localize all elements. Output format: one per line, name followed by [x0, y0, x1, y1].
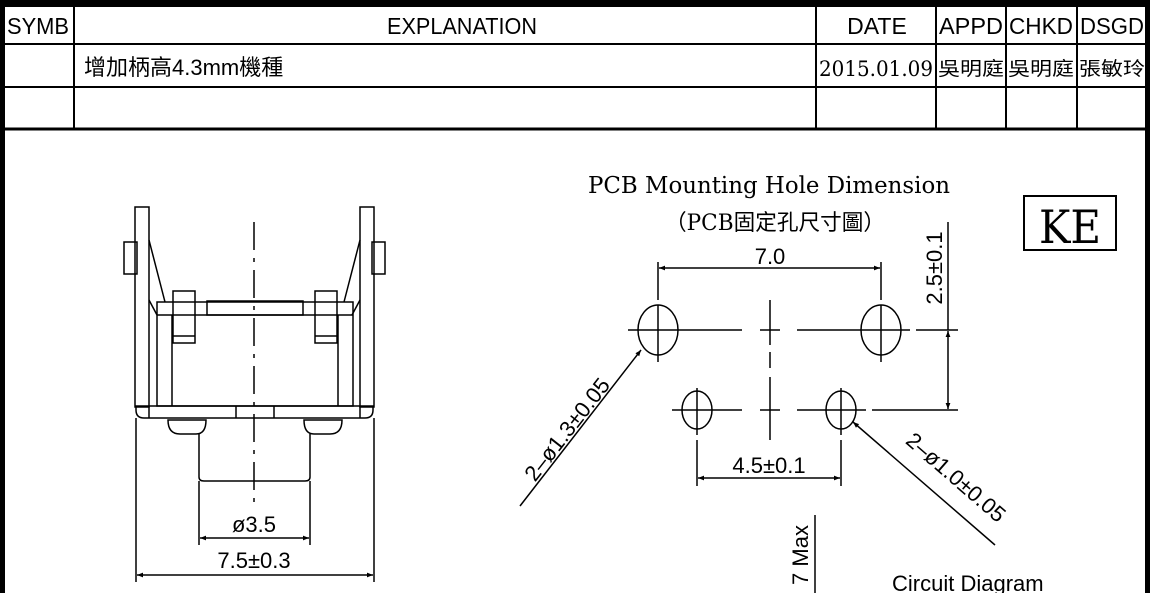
header-chkd: CHKD — [1009, 13, 1073, 39]
row-appd: 吳明庭 — [938, 58, 1004, 80]
row-explanation: 增加柄高4.3mm機種 — [84, 55, 283, 80]
header-symb: SYMB — [7, 13, 69, 39]
row-chkd: 吳明庭 — [1008, 58, 1074, 80]
header-date: DATE — [847, 13, 907, 39]
dim-total-width: 7.5±0.3 — [217, 548, 290, 573]
brand-box — [1023, 195, 1117, 251]
dim-hole-spacing-small: 4.5±0.1 — [732, 453, 805, 478]
brand-logo-text: KE — [1039, 200, 1101, 254]
dim-stem-diameter: ø3.5 — [232, 512, 276, 537]
circuit-diagram-label: Circuit Diagram — [892, 571, 1044, 593]
header-dsgd: DSGD — [1080, 13, 1144, 39]
switch-side-view — [123, 206, 386, 582]
header-explanation: EXPLANATION — [387, 13, 537, 39]
revision-table: SYMB EXPLANATION DATE APPD CHKD DSGD 增加柄… — [0, 7, 1150, 131]
large-hole-callout: 2–ø1.3±0.05 — [519, 373, 615, 486]
max-height-label: 7 Max — [788, 525, 813, 585]
dim-hole-spacing-large: 7.0 — [755, 244, 786, 269]
pcb-title: PCB Mounting Hole Dimension — [588, 173, 950, 199]
pcb-subtitle: （PCB固定孔尺寸圖） — [665, 211, 885, 236]
dim-vertical-spacing: 2.5±0.1 — [922, 231, 947, 304]
row-dsgd: 張敏玲 — [1079, 58, 1145, 80]
table-row: 增加柄高4.3mm機種 2015.01.09 吳明庭 吳明庭 張敏玲 — [84, 55, 1145, 81]
row-date: 2015.01.09 — [819, 57, 933, 81]
pcb-hole-layout — [519, 222, 996, 593]
header-appd: APPD — [939, 13, 1003, 39]
